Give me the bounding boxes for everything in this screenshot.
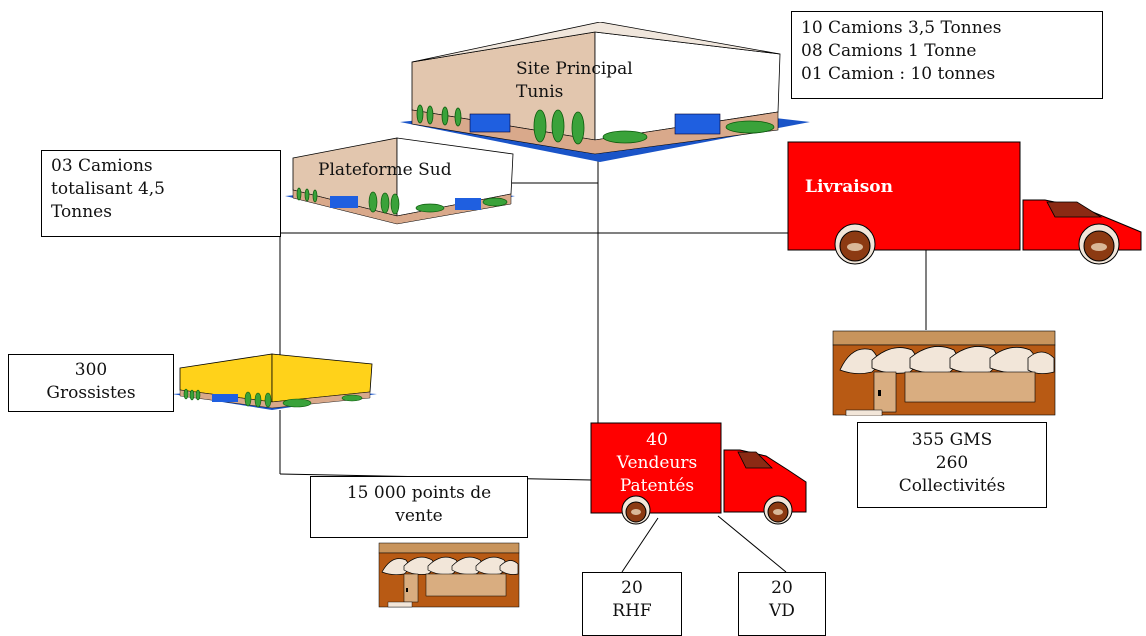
fleet-tunis-line2: 08 Camions 1 Tonne — [801, 40, 1102, 63]
gms-line1: 355 GMS — [858, 429, 1046, 452]
vendeurs-line1: 40 — [592, 429, 722, 452]
livraison-truck — [785, 140, 1146, 265]
livraison-label: Livraison — [805, 176, 893, 199]
plateforme-sud-label: Plateforme Sud — [318, 159, 452, 182]
points-vente-line2: vente — [311, 505, 527, 528]
vendeurs-label: 40 Vendeurs Patentés — [592, 429, 722, 498]
plateforme-sud-building — [285, 136, 530, 228]
grossistes-box: 300 Grossistes — [8, 354, 174, 412]
gms-shop — [832, 330, 1057, 416]
rhf-line2: RHF — [583, 600, 681, 623]
grossistes-line1: 300 — [9, 359, 173, 382]
fleet-tunis-box: 10 Camions 3,5 Tonnes 08 Camions 1 Tonne… — [791, 11, 1103, 99]
vd-line2: VD — [739, 600, 825, 623]
rhf-box: 20 RHF — [582, 572, 682, 636]
vd-box: 20 VD — [738, 572, 826, 636]
points-vente-shop — [378, 542, 520, 608]
site-principal-line1: Site Principal — [516, 58, 633, 81]
site-principal-label: Site Principal Tunis — [516, 58, 633, 104]
gms-line2: 260 — [858, 452, 1046, 475]
fleet-tunis-line3: 01 Camion : 10 tonnes — [801, 63, 1102, 86]
fleet-sud-box: 03 Camions totalisant 4,5 Tonnes — [41, 150, 281, 237]
site-principal-line2: Tunis — [516, 81, 633, 104]
fleet-sud-line2: totalisant 4,5 — [51, 178, 280, 201]
grossistes-warehouse — [172, 350, 387, 412]
fleet-tunis-line1: 10 Camions 3,5 Tonnes — [801, 17, 1102, 40]
vendeurs-line3: Patentés — [592, 475, 722, 498]
vendeurs-line2: Vendeurs — [592, 452, 722, 475]
gms-line3: Collectivités — [858, 475, 1046, 498]
points-vente-box: 15 000 points de vente — [310, 476, 528, 538]
points-vente-line1: 15 000 points de — [311, 482, 527, 505]
grossistes-line2: Grossistes — [9, 382, 173, 405]
fleet-sud-line1: 03 Camions — [51, 155, 280, 178]
fleet-sud-line3: Tonnes — [51, 201, 280, 224]
gms-box: 355 GMS 260 Collectivités — [857, 422, 1047, 508]
rhf-line1: 20 — [583, 577, 681, 600]
vd-line1: 20 — [739, 577, 825, 600]
